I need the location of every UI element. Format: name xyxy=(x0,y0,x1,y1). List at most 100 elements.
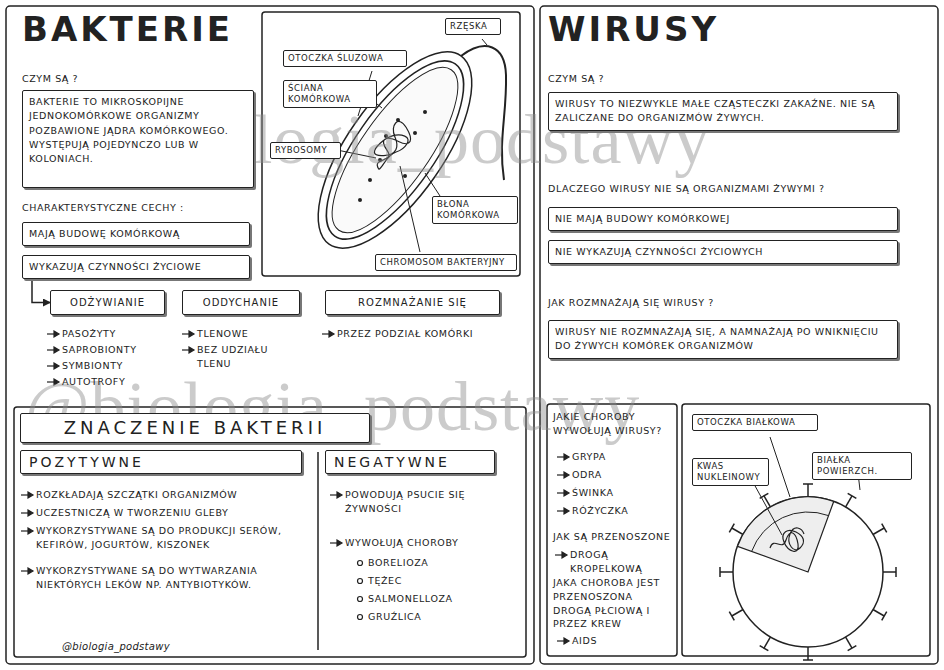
box-text: RZĘSKA xyxy=(450,21,496,32)
question: JAKIE CHOROBY WYWOŁUJĄ WIRUSY? xyxy=(553,410,671,438)
list-item: GRYPA xyxy=(572,450,606,464)
spike-head xyxy=(803,483,813,485)
part-label-box: RZĘSKA xyxy=(445,18,501,35)
part-label-box: RYBOSOMY xyxy=(270,142,341,159)
question: CZYM SĄ ? xyxy=(548,72,604,86)
virus-capsid xyxy=(733,497,883,647)
part-label-box: BŁONA KOMÓRKOWA xyxy=(432,196,518,224)
column-band: POZYTYWNE xyxy=(20,450,302,474)
surface-spike xyxy=(873,610,884,617)
nucleic-acid xyxy=(770,528,804,551)
list-item: SYMBIONTY xyxy=(62,359,123,373)
definition-box: WIRUSY TO NIEZWYKLE MAŁE CZĄSTECZKI ZAKA… xyxy=(548,92,898,131)
bullet-arrowhead xyxy=(564,472,569,478)
box-text: NIE WYKAZUJĄ CZYNNOŚCI ŻYCIOWYCH xyxy=(555,245,891,259)
category-box: ODDYCHANIE xyxy=(182,290,300,315)
bullet-circle xyxy=(358,561,363,566)
bullet-circle xyxy=(358,579,363,584)
box-text: ODDYCHANIE xyxy=(189,295,293,310)
box-text: POZYTYWNE xyxy=(29,453,293,471)
list-item: ODRA xyxy=(572,468,602,482)
bullet-arrowhead xyxy=(337,492,342,498)
bullet-arrowhead xyxy=(54,363,59,369)
bullet-arrowhead xyxy=(564,490,569,496)
virus-figure-frame xyxy=(682,404,930,656)
box-text: BIAŁKA POWIERZCH. xyxy=(817,455,907,477)
bullet-arrowhead xyxy=(28,510,33,516)
part-label-box: OTOCZKA BIAŁKOWA xyxy=(692,414,818,431)
surface-spike xyxy=(720,571,733,573)
section-title: BAKTERIE xyxy=(22,12,233,46)
box-text: MAJĄ BUDOWĘ KOMÓRKOWĄ xyxy=(29,227,243,241)
box-text: ZNACZENIE BAKTERII xyxy=(27,417,363,439)
box-text: ŚCIANA KOMÓRKOWA xyxy=(288,83,372,105)
list-item: WYWOŁUJĄ CHOROBY xyxy=(345,536,520,550)
box-text: WIRUSY TO NIEZWYKLE MAŁE CZĄSTECZKI ZAKA… xyxy=(555,97,891,126)
list-item: GRUŹLICA xyxy=(368,610,421,624)
spike-head xyxy=(803,659,813,661)
surface-spike xyxy=(764,496,771,507)
spike-head xyxy=(848,646,857,651)
list-item: SALMONELLOZA xyxy=(368,592,453,606)
bullet-arrowhead xyxy=(564,508,569,514)
surface-spike xyxy=(732,610,743,617)
bullet-arrowhead xyxy=(28,528,33,534)
column-divider xyxy=(317,452,319,650)
list-item: DROGĄ KROPELKOWĄ xyxy=(570,548,670,576)
box-text: BŁONA KOMÓRKOWA xyxy=(437,199,513,221)
column-band: NEGATYWNE xyxy=(325,450,495,474)
list-item: SAPROBIONTY xyxy=(62,343,137,357)
list-item: RÓŻYCZKA xyxy=(572,504,628,518)
spike-head xyxy=(882,612,887,621)
box-text: RYBOSOMY xyxy=(275,145,336,156)
list-item: PASOŻYTY xyxy=(62,327,116,341)
list-item: UCZESTNICZĄ W TWORZENIU GLEBY xyxy=(36,506,306,520)
box-text: BAKTERIE TO MIKROSKOPIJNE JEDNOKOMÓRKOWE… xyxy=(29,95,247,166)
feature-box: MAJĄ BUDOWĘ KOMÓRKOWĄ xyxy=(22,222,250,246)
reason-box: NIE MAJĄ BUDOWY KOMÓRKOWEJ xyxy=(548,207,898,231)
connector-arrow xyxy=(32,279,50,302)
surface-spike xyxy=(807,647,809,660)
box-text: ROZMNAŻANIE SIĘ xyxy=(332,295,493,310)
category-box: ODŻYWIANIE xyxy=(50,290,165,315)
box-text: NIE MAJĄ BUDOWY KOMÓRKOWEJ xyxy=(555,212,891,226)
bullet-arrowhead xyxy=(564,454,569,460)
bullet-arrowhead xyxy=(337,540,342,546)
list-item: AUTOTROFY xyxy=(62,375,125,389)
list-item: ŚWINKA xyxy=(572,486,614,500)
box-text: NEGATYWNE xyxy=(334,453,486,471)
bullet-circle xyxy=(358,597,363,602)
question: CZYM SĄ ? xyxy=(22,72,78,86)
reason-box: NIE WYKAZUJĄ CZYNNOŚCI ŻYCIOWYCH xyxy=(548,240,898,264)
feature-box: WYKAZUJĄ CZYNNOŚCI ŻYCIOWE xyxy=(22,255,250,279)
surface-spike xyxy=(846,496,853,507)
surface-spike xyxy=(764,637,771,648)
part-label-box: ŚCIANA KOMÓRKOWA xyxy=(283,80,377,108)
section-band: ZNACZENIE BAKTERII xyxy=(20,413,370,443)
list-item: BEZ UDZIAŁU TLENU xyxy=(197,343,287,371)
list-item: BORELIOZA xyxy=(368,556,428,570)
part-label-box: BIAŁKA POWIERZCH. xyxy=(812,452,912,480)
list-item: PRZEZ PODZIAŁ KOMÓRKI xyxy=(337,327,473,341)
list-item: POWODUJĄ PSUCIE SIĘ ŻYWNOŚCI xyxy=(345,488,520,516)
list-item: TLENOWE xyxy=(197,327,248,341)
question: JAKA CHOROBA JEST PRZENOSZONA DROGĄ PŁCI… xyxy=(553,576,671,631)
category-box: ROZMNAŻANIE SIĘ xyxy=(325,290,500,315)
bullet-arrowhead xyxy=(564,638,569,644)
right-panel-frame xyxy=(540,6,938,664)
box-text: KWAS NUKLEINOWY xyxy=(697,461,764,483)
bullet-arrowhead xyxy=(562,552,567,558)
cutaway xyxy=(738,497,834,572)
list-item: WYKORZYSTYWANE SĄ DO WYTWARZANIA NIEKTÓR… xyxy=(36,564,306,592)
spike-head xyxy=(729,524,734,533)
bullet-circle xyxy=(358,615,363,620)
list-item: ROZKŁADAJĄ SZCZĄTKI ORGANIZMÓW xyxy=(36,488,306,502)
list-item: WYKORZYSTYWANE SĄ DO PRODUKCJI SERÓW, KE… xyxy=(36,524,306,552)
part-label-box: OTOCZKA ŚLUZOWA xyxy=(283,50,407,67)
bullet-arrowhead xyxy=(189,347,194,353)
spike-head xyxy=(882,524,887,533)
spike-head xyxy=(895,567,897,577)
list-item: TĘŻEC xyxy=(368,574,402,588)
box-text: CHROMOSOM BAKTERYJNY xyxy=(380,257,512,268)
surface-spike xyxy=(873,528,884,535)
